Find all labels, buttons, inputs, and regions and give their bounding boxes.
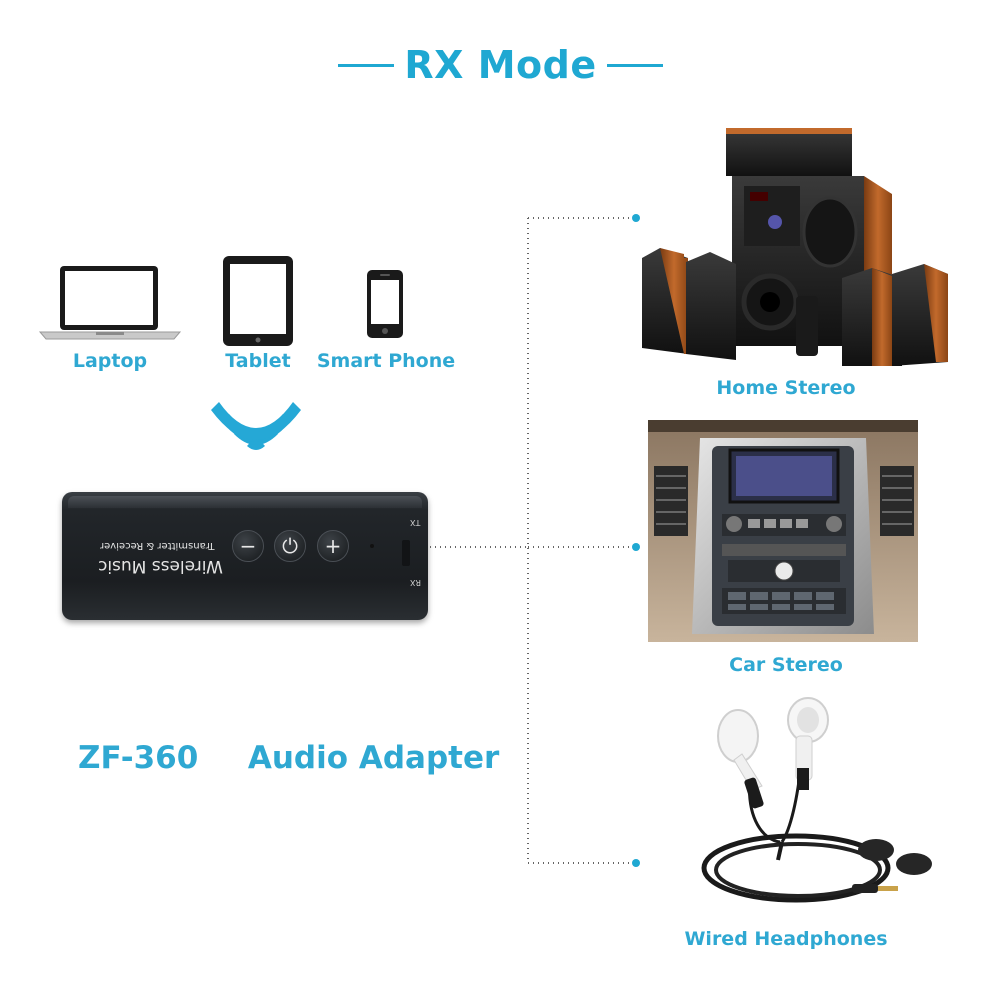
source-label-tablet: Tablet [225, 350, 291, 372]
home-stereo-image [642, 128, 948, 366]
output-label-home-stereo: Home Stereo [716, 377, 856, 399]
tablet-icon [223, 256, 293, 346]
source-label-laptop: Laptop [72, 350, 148, 372]
model-code: ZF-360 [78, 740, 199, 776]
page-title: RX Mode [404, 43, 597, 87]
indicator-led [370, 544, 374, 548]
wireless-signal-icon [211, 402, 301, 450]
model-caption: ZF-360 Audio Adapter [78, 740, 499, 776]
adapter-top-edge [68, 496, 422, 508]
smartphone-icon [367, 270, 403, 338]
title-line-right [606, 63, 663, 67]
volume-down-button[interactable]: − [232, 530, 264, 562]
audio-adapter-device: Wireless Music Transmitter & Receiver − … [62, 492, 428, 620]
volume-up-button[interactable]: + [317, 530, 349, 562]
wired-headphones-image [701, 697, 932, 903]
laptop-icon [38, 266, 182, 340]
title-bar: RX Mode [0, 38, 1001, 92]
model-name: Audio Adapter [247, 740, 500, 776]
output-label-car-stereo: Car Stereo [729, 654, 843, 676]
title-line-left [338, 63, 395, 67]
source-label-smartphone: Smart Phone [316, 350, 456, 372]
car-stereo-image [648, 420, 918, 642]
power-button[interactable]: ⏻ [274, 530, 306, 562]
mode-switch[interactable] [402, 540, 410, 566]
output-label-wired-headphones: Wired Headphones [684, 928, 888, 950]
